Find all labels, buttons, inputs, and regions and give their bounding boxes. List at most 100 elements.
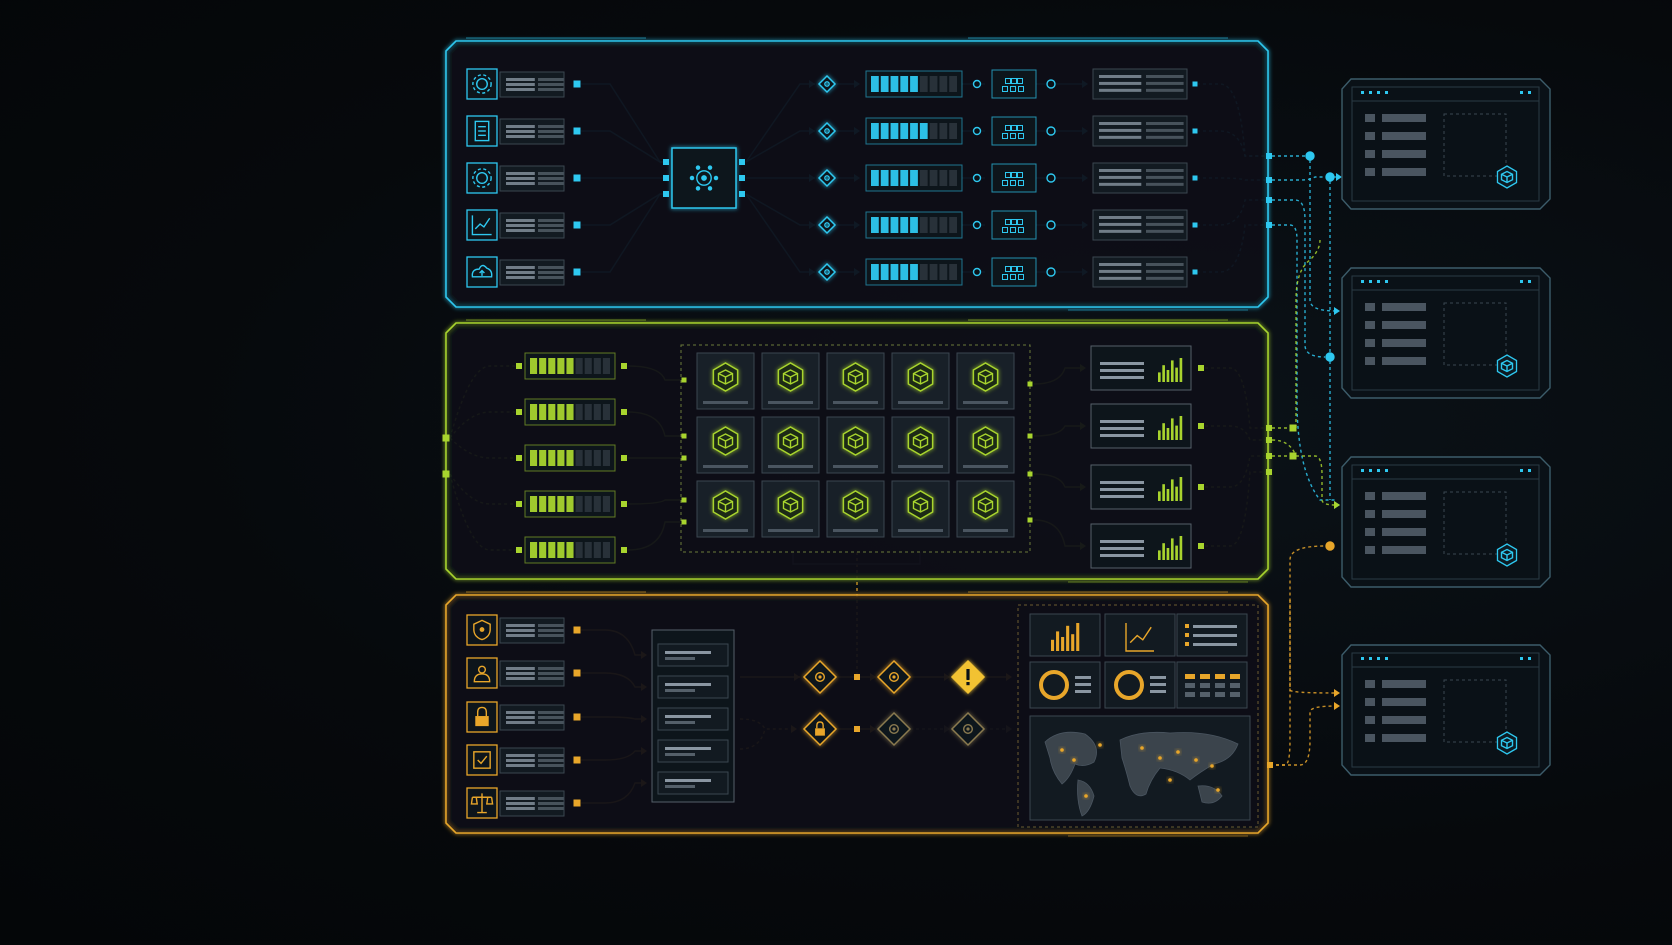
mini-bar bbox=[1175, 487, 1178, 501]
row-bar bbox=[1382, 528, 1426, 536]
text-line bbox=[538, 78, 564, 81]
lock-icon bbox=[467, 702, 497, 732]
junction-dot bbox=[621, 547, 627, 553]
text-line bbox=[1100, 547, 1144, 550]
bar-segment bbox=[930, 123, 938, 139]
row-bar bbox=[1382, 339, 1426, 347]
lane-output-card bbox=[1093, 116, 1187, 146]
tile-status-line bbox=[703, 465, 748, 468]
tile-status-line bbox=[898, 465, 943, 468]
table-cell bbox=[1185, 692, 1195, 697]
cluster-node bbox=[690, 176, 694, 180]
bar-segment bbox=[891, 264, 899, 280]
junction-dot bbox=[574, 175, 581, 182]
bar-segment bbox=[585, 496, 592, 512]
router-port bbox=[1266, 469, 1272, 475]
junction-dot bbox=[1193, 82, 1198, 87]
text-line bbox=[1099, 176, 1141, 179]
junction-dot bbox=[574, 128, 581, 135]
grid-port bbox=[682, 520, 687, 525]
cluster-node bbox=[708, 165, 712, 169]
row-bar bbox=[1382, 716, 1426, 724]
cloud-upload-icon bbox=[467, 257, 497, 287]
text-line bbox=[506, 229, 535, 232]
connector-line bbox=[1272, 177, 1325, 180]
icon-tile-frame bbox=[467, 163, 497, 193]
row-bullet bbox=[1365, 339, 1375, 347]
text-line bbox=[1099, 277, 1141, 280]
mini-bar bbox=[1162, 484, 1165, 501]
document-icon bbox=[467, 116, 497, 146]
bar-segment bbox=[910, 123, 918, 139]
bar-segment bbox=[594, 542, 601, 558]
router-port bbox=[1266, 153, 1272, 159]
router-port bbox=[1266, 453, 1272, 459]
bar-segment bbox=[881, 217, 889, 233]
compute-tile bbox=[762, 353, 819, 409]
text-line bbox=[538, 229, 564, 232]
text-line bbox=[1100, 420, 1144, 423]
mini-bar bbox=[1171, 479, 1174, 501]
mini-bar bbox=[1175, 426, 1178, 440]
source-label-card bbox=[500, 166, 564, 191]
junction-dot bbox=[516, 363, 522, 369]
text-line bbox=[1100, 427, 1144, 430]
window-frame bbox=[1342, 268, 1550, 398]
text-line bbox=[506, 634, 535, 637]
text-line bbox=[506, 802, 535, 805]
text-line bbox=[1075, 690, 1091, 693]
mini-bar bbox=[1158, 372, 1161, 382]
window-dot bbox=[1385, 657, 1388, 660]
text-line bbox=[538, 677, 564, 680]
bar-segment bbox=[871, 217, 879, 233]
text-line bbox=[1146, 82, 1184, 85]
tile-status-line bbox=[963, 401, 1008, 404]
bar-segment bbox=[539, 496, 546, 512]
bar-segment bbox=[530, 358, 537, 374]
tile-status-line bbox=[963, 529, 1008, 532]
text-line bbox=[1100, 488, 1144, 491]
list-bullet bbox=[1185, 624, 1189, 628]
text-line bbox=[665, 657, 695, 660]
mini-bar bbox=[1171, 418, 1174, 440]
map-hotspot bbox=[1194, 758, 1198, 762]
row-bar bbox=[1382, 150, 1426, 158]
text-line bbox=[538, 716, 564, 719]
row-bar bbox=[1382, 510, 1426, 518]
text-line bbox=[665, 779, 711, 782]
stack-row bbox=[658, 740, 728, 762]
lane-bar-card bbox=[866, 118, 962, 144]
source-label-card bbox=[500, 213, 564, 238]
text-line bbox=[538, 624, 564, 627]
bar-segment bbox=[548, 450, 555, 466]
grid-port bbox=[1028, 434, 1033, 439]
text-line bbox=[1146, 270, 1184, 273]
bar-segment bbox=[881, 123, 889, 139]
bar-segment bbox=[881, 76, 889, 92]
text-line bbox=[506, 721, 535, 724]
bar-segment bbox=[920, 76, 928, 92]
text-line bbox=[538, 711, 564, 714]
lane-node bbox=[974, 128, 981, 135]
text-line bbox=[1099, 75, 1141, 78]
lane-node bbox=[1047, 174, 1055, 182]
compute-output-card bbox=[1091, 404, 1191, 448]
text-line bbox=[1099, 223, 1141, 226]
approval-icon-core bbox=[818, 675, 821, 678]
text-line bbox=[1075, 683, 1091, 686]
hub-port bbox=[739, 175, 745, 181]
connector-line bbox=[1270, 706, 1336, 765]
window-dot bbox=[1369, 469, 1372, 472]
text-line bbox=[1099, 129, 1141, 132]
map-hotspot bbox=[1216, 788, 1220, 792]
grid-port bbox=[1028, 382, 1033, 387]
junction-dot bbox=[1193, 176, 1198, 181]
mini-bar bbox=[1171, 360, 1174, 382]
text-line bbox=[506, 624, 535, 627]
consumer-window bbox=[1342, 268, 1550, 398]
router-port bbox=[1290, 453, 1297, 460]
text-line bbox=[538, 219, 564, 222]
row-bullet bbox=[1365, 528, 1375, 536]
connector-line bbox=[1270, 546, 1325, 765]
lane-output-card bbox=[1093, 257, 1187, 287]
